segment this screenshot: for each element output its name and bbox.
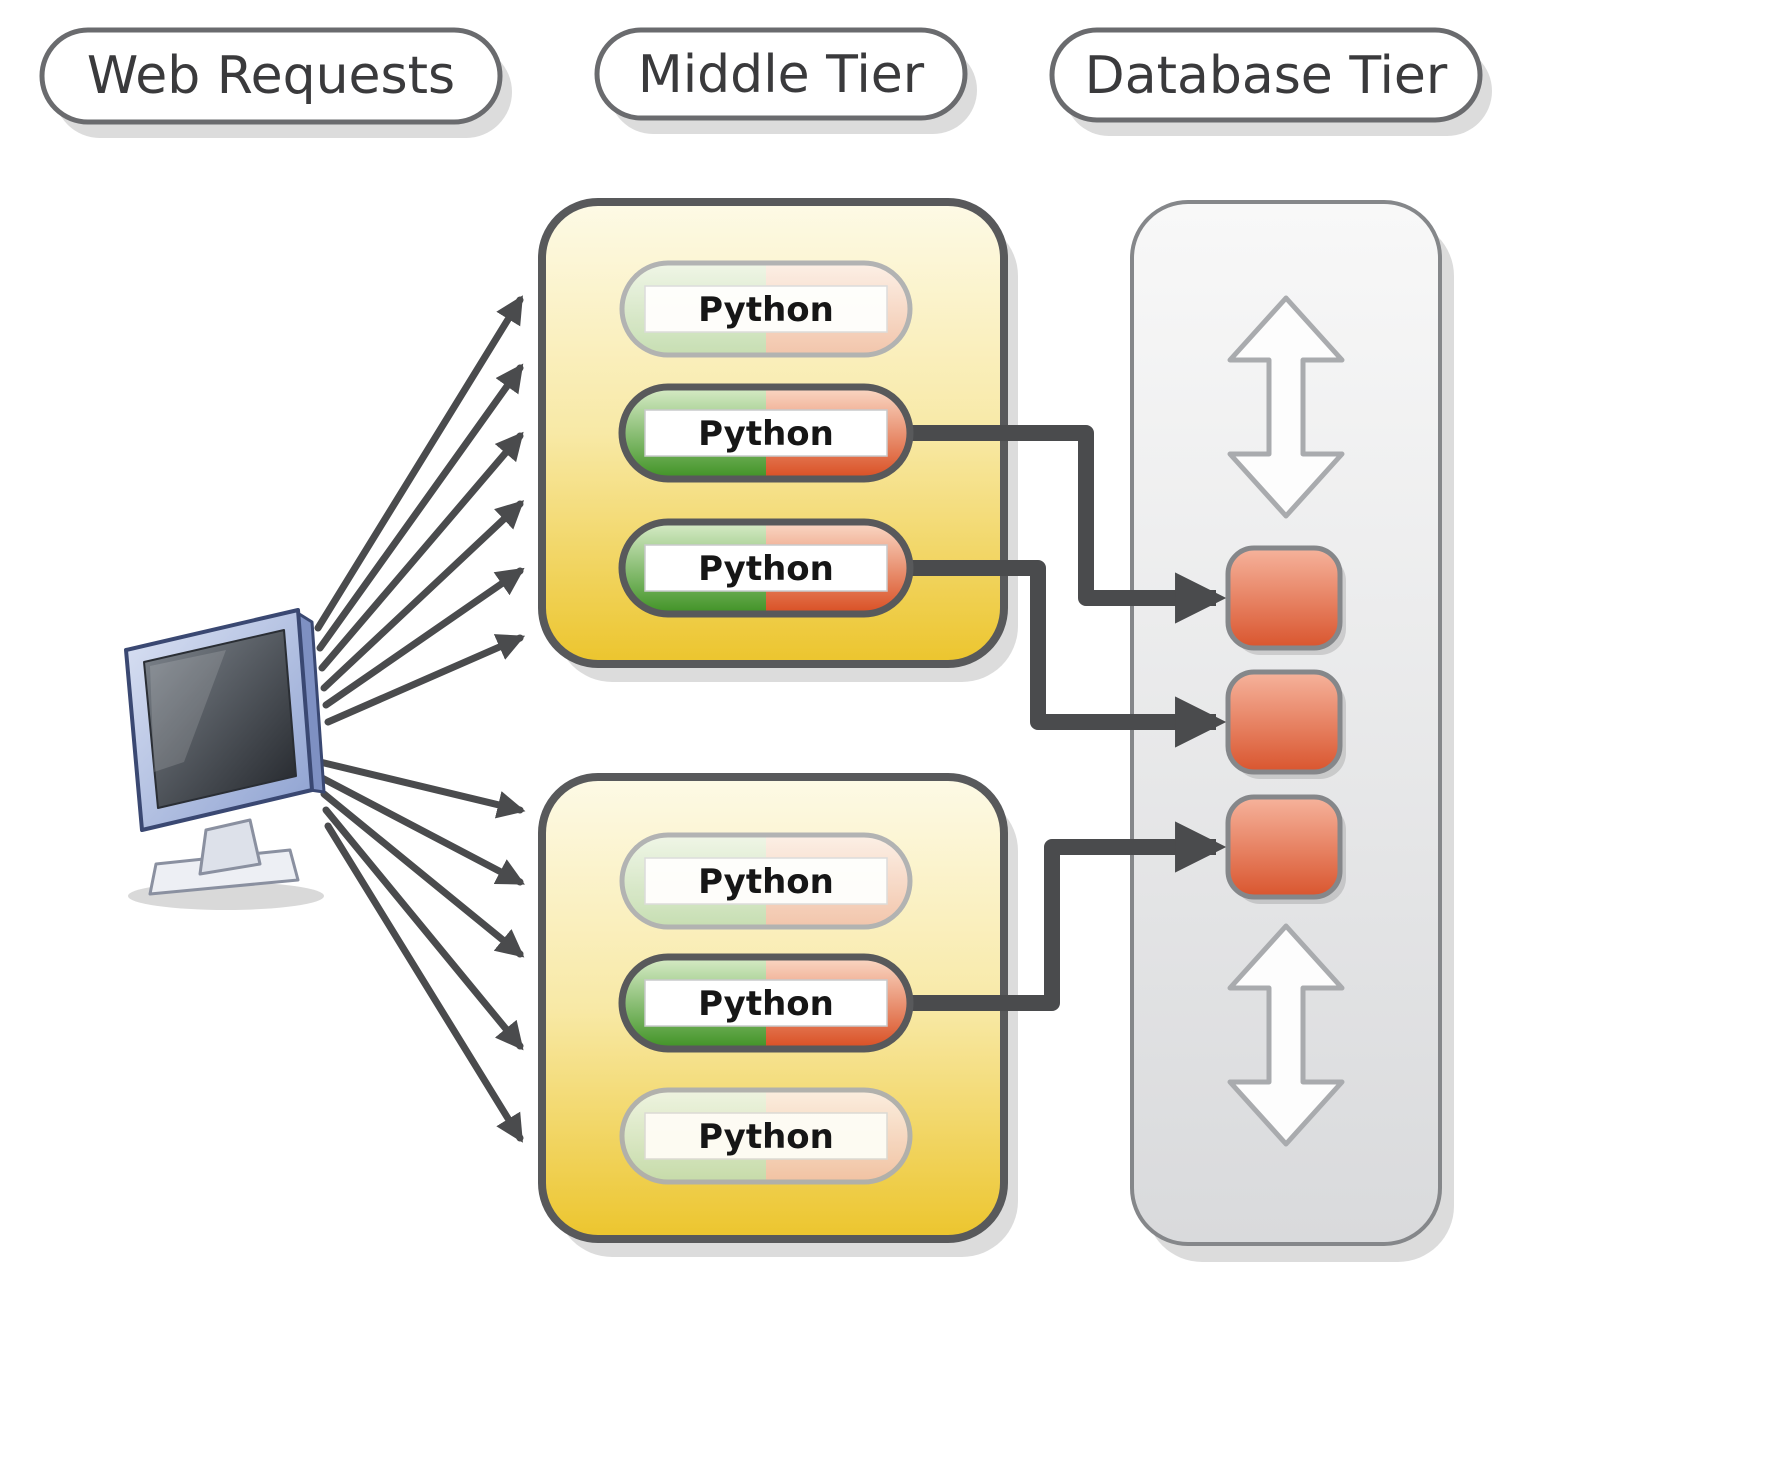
python-process-label: Python: [698, 290, 834, 330]
header-web-requests: Web Requests: [39, 27, 512, 138]
client-monitor-icon: [124, 608, 326, 910]
python-process-pill: Python: [622, 1090, 910, 1182]
request-arrow: [316, 363, 524, 652]
connector-server1-pill3: [908, 560, 1227, 748]
monitor-neck: [198, 818, 262, 876]
header-middle-tier: Middle Tier: [594, 27, 977, 134]
python-process-label: Python: [698, 549, 834, 589]
monitor-screen: [143, 629, 297, 809]
header-database-tier: Database Tier: [1049, 27, 1492, 136]
python-process-pill: Python: [622, 957, 910, 1049]
db-sync-arrow-top-icon: [1227, 295, 1345, 519]
python-process-label: Python: [698, 984, 834, 1024]
request-arrow: [316, 758, 526, 819]
python-process-pill: Python: [622, 387, 910, 479]
db-connection-node: [1225, 669, 1343, 775]
python-process-label: Python: [698, 862, 834, 902]
monitor-screen-glare: [150, 650, 226, 772]
request-arrow: [318, 431, 524, 672]
python-process-pill: Python: [622, 263, 910, 355]
request-arrow: [320, 790, 525, 958]
request-arrows: [314, 295, 526, 1143]
request-arrow: [322, 567, 525, 709]
header-pill: [39, 27, 503, 125]
request-arrow: [314, 295, 524, 632]
python-process-pill: Python: [622, 835, 910, 927]
db-sync-arrow-bottom-icon: [1227, 923, 1345, 1147]
header-pill: [1049, 27, 1483, 123]
python-process-label: Python: [698, 1117, 834, 1157]
header-middle-tier-label: Middle Tier: [638, 45, 925, 105]
db-connection-node: [1225, 545, 1343, 651]
db-connection-node: [1225, 794, 1343, 900]
header-database-tier-label: Database Tier: [1085, 46, 1448, 106]
request-arrow: [324, 822, 524, 1143]
python-process-pill: Python: [622, 522, 910, 614]
request-arrow: [318, 774, 525, 886]
request-arrow: [320, 500, 525, 692]
python-process-label: Python: [698, 414, 834, 454]
request-arrow: [324, 634, 526, 726]
request-arrow: [322, 806, 524, 1051]
header-pill: [594, 27, 968, 121]
connector-server2-pill2: [908, 821, 1227, 1011]
connector-server1-pill2: [908, 425, 1227, 624]
db-connectors: [908, 425, 1227, 1011]
db-connection-nodes: [1225, 545, 1346, 904]
header-web-requests-label: Web Requests: [87, 46, 455, 106]
